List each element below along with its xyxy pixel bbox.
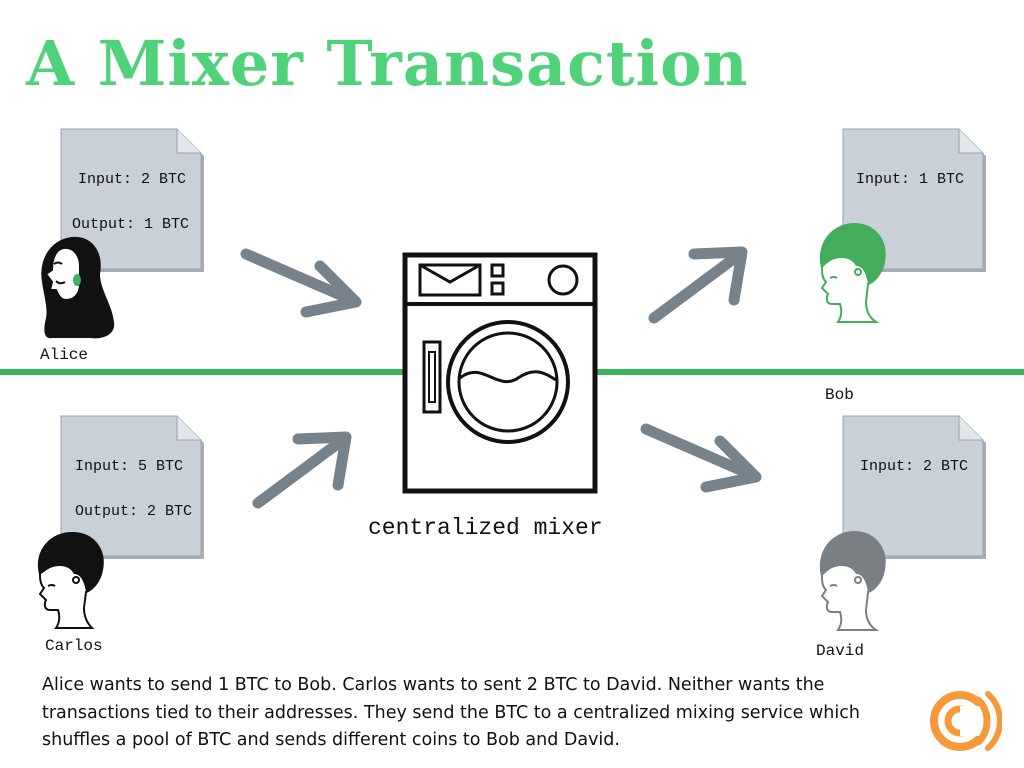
document-icon (60, 128, 204, 272)
carlos-input-text: Input: 5 BTC (75, 458, 184, 475)
caption-text: Alice wants to send 1 BTC to Bob. Carlos… (42, 675, 860, 750)
david-input-text: Input: 2 BTC (860, 458, 969, 475)
david-transaction-document: Input: 2 BTC (842, 415, 988, 561)
carlos-output-text: Output: 2 BTC (75, 503, 193, 520)
washing-machine-icon (402, 252, 598, 494)
carlos-transaction-document: Input: 5 BTC Output: 2 BTC (60, 415, 206, 561)
bob-input-text: Input: 1 BTC (856, 171, 965, 188)
page-title: A Mixer Transaction (26, 27, 749, 100)
bob-label: Bob (825, 386, 854, 404)
david-label: David (816, 642, 865, 660)
david-avatar-icon (819, 530, 886, 631)
document-icon (60, 415, 204, 559)
carlos-avatar-icon (37, 531, 104, 629)
mixer-to-bob-arrow-icon (648, 246, 748, 324)
alice-input-text: Input: 2 BTC (78, 171, 187, 188)
mixer-label: centralized mixer (368, 515, 603, 541)
alice-label: Alice (40, 346, 89, 364)
alice-avatar-icon (41, 236, 115, 339)
carlos-label: Carlos (45, 637, 103, 655)
document-icon (842, 415, 986, 559)
alice-transaction-document: Input: 2 BTC Output: 1 BTC (60, 128, 206, 274)
alice-output-text: Output: 1 BTC (72, 216, 190, 233)
bob-avatar-icon (819, 222, 886, 323)
mixer-to-david-arrow-icon (640, 423, 762, 493)
alice-to-mixer-arrow-icon (240, 248, 362, 318)
carlos-to-mixer-arrow-icon (252, 431, 352, 509)
brand-logo-icon (930, 691, 1002, 751)
